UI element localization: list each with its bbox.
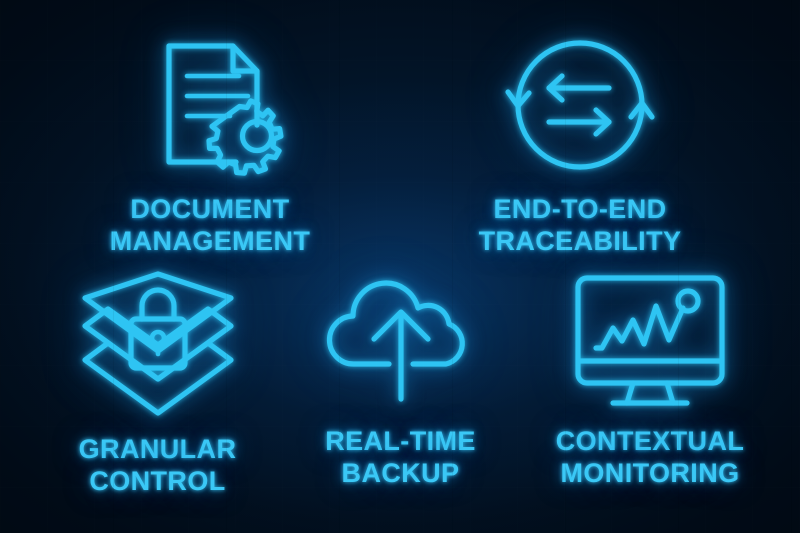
monitor-chart-icon <box>570 272 730 412</box>
cloud-upload-icon <box>326 272 476 412</box>
feature-item-granular-control[interactable]: GRANULAR CONTROL <box>25 272 290 497</box>
feature-label: DOCUMENT MANAGEMENT <box>109 194 311 256</box>
document-gear-icon <box>135 30 285 180</box>
feature-label: GRANULAR CONTROL <box>78 434 237 496</box>
feature-item-real-time-backup[interactable]: REAL-TIME BACKUP <box>288 272 513 489</box>
feature-item-contextual-monitoring[interactable]: CONTEXTUAL MONITORING <box>510 272 790 489</box>
feature-label: CONTEXTUAL MONITORING <box>555 426 745 488</box>
feature-label: END-TO-END TRACEABILITY <box>478 194 682 256</box>
sync-arrows-circle-icon <box>505 30 655 180</box>
layers-lock-icon <box>78 272 238 420</box>
feature-item-document-management[interactable]: DOCUMENT MANAGEMENT <box>60 30 360 257</box>
feature-label: REAL-TIME BACKUP <box>325 426 476 488</box>
feature-item-end-to-end-traceability[interactable]: END-TO-END TRACEABILITY <box>430 30 730 257</box>
